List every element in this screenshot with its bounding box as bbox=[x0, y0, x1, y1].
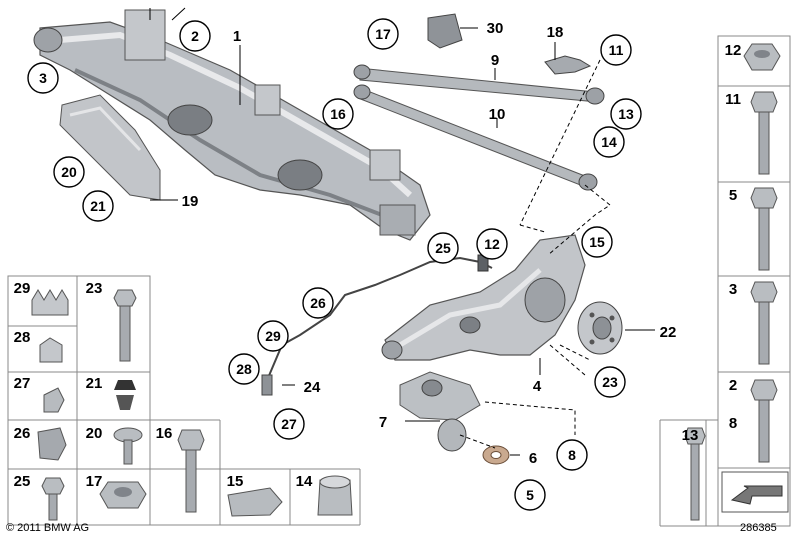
grid-label: 28 bbox=[14, 329, 31, 346]
callout-23: 23 bbox=[594, 366, 626, 398]
wheel-carrier-part bbox=[381, 234, 586, 361]
callout-label: 23 bbox=[602, 374, 618, 390]
callout-3: 3 bbox=[27, 62, 59, 94]
grid-label: 21 bbox=[86, 375, 103, 392]
callout-25: 25 bbox=[427, 232, 459, 264]
grid-label: 16 bbox=[156, 425, 173, 442]
callout-label: 15 bbox=[589, 234, 605, 250]
callout-label: 3 bbox=[39, 70, 47, 86]
callout-label: 26 bbox=[310, 295, 326, 311]
callout-21: 21 bbox=[82, 190, 114, 222]
column-label: 13 bbox=[682, 427, 699, 444]
callout-label: 8 bbox=[568, 447, 576, 463]
callout-27: 27 bbox=[273, 408, 305, 440]
callout-label: 14 bbox=[601, 134, 617, 150]
column-label: 2 bbox=[729, 377, 737, 394]
callout-4: 4 bbox=[533, 378, 542, 395]
callout-7: 7 bbox=[379, 414, 387, 431]
column-label: 3 bbox=[729, 281, 737, 298]
callout-13: 13 bbox=[610, 98, 642, 130]
callout-6: 6 bbox=[529, 450, 537, 467]
grid-part-drawings bbox=[31, 289, 353, 521]
callout-16: 16 bbox=[322, 98, 354, 130]
bracket-part-18 bbox=[544, 55, 592, 75]
grid-label: 25 bbox=[14, 473, 31, 490]
callout-14: 14 bbox=[593, 126, 625, 158]
grid-label: 17 bbox=[86, 473, 103, 490]
callout-label: 16 bbox=[330, 106, 346, 122]
reference-lines bbox=[459, 59, 611, 449]
subframe-part bbox=[33, 9, 431, 241]
right-part-drawings bbox=[684, 43, 781, 521]
arrow-icon bbox=[721, 471, 789, 513]
callout-15: 15 bbox=[581, 226, 613, 258]
callout-8: 8 bbox=[556, 439, 588, 471]
callout-12: 12 bbox=[476, 228, 508, 260]
callout-label: 20 bbox=[61, 164, 77, 180]
grid-label: 20 bbox=[86, 425, 103, 442]
diagram-number: 286385 bbox=[740, 522, 777, 534]
column-label: 11 bbox=[725, 91, 741, 108]
bracket-part-30 bbox=[427, 13, 463, 49]
callout-label: 21 bbox=[90, 198, 106, 214]
callout-2: 2 bbox=[179, 20, 211, 52]
callout-label: 12 bbox=[484, 236, 500, 252]
leader-lines bbox=[149, 7, 655, 456]
callout-5: 5 bbox=[514, 479, 546, 511]
callout-1: 1 bbox=[233, 28, 241, 45]
copyright-text: © 2011 BMW AG bbox=[6, 522, 90, 534]
callout-18: 18 bbox=[547, 24, 564, 41]
grid-label: 29 bbox=[14, 280, 31, 297]
callout-28: 28 bbox=[228, 353, 260, 385]
right-parts-column bbox=[659, 35, 791, 527]
callout-label: 13 bbox=[618, 106, 634, 122]
callout-label: 11 bbox=[609, 42, 624, 58]
callout-22: 22 bbox=[660, 324, 677, 341]
callout-label: 17 bbox=[375, 26, 391, 42]
callout-30: 30 bbox=[487, 20, 504, 37]
callout-26: 26 bbox=[302, 287, 334, 319]
callout-29: 29 bbox=[257, 320, 289, 352]
grid-label: 14 bbox=[296, 473, 313, 490]
wheel-hub-part bbox=[577, 301, 623, 355]
callout-11: 11 bbox=[600, 34, 632, 66]
callout-10: 10 bbox=[489, 106, 506, 123]
control-arm-10 bbox=[353, 84, 598, 191]
grid-label: 23 bbox=[86, 280, 103, 297]
callout-label: 2 bbox=[191, 28, 199, 44]
grid-label: 15 bbox=[227, 473, 244, 490]
callout-label: 27 bbox=[281, 416, 297, 432]
left-parts-grid bbox=[7, 275, 361, 526]
grid-label: 26 bbox=[14, 425, 31, 442]
callout-label: 28 bbox=[236, 361, 252, 377]
column-label: 5 bbox=[729, 187, 737, 204]
bushing-part bbox=[437, 418, 510, 465]
sensor-cable-part bbox=[261, 254, 493, 396]
callout-label: 5 bbox=[526, 487, 534, 503]
callout-19: 19 bbox=[182, 193, 199, 210]
column-label: 12 bbox=[725, 42, 742, 59]
grid-label: 27 bbox=[14, 375, 31, 392]
callout-label: 25 bbox=[435, 240, 451, 256]
column-label: 8 bbox=[729, 415, 737, 432]
callout-label: 29 bbox=[265, 328, 281, 344]
callout-20: 20 bbox=[53, 156, 85, 188]
callout-24: 24 bbox=[304, 379, 321, 396]
control-arm-9 bbox=[353, 64, 605, 105]
callout-17: 17 bbox=[367, 18, 399, 50]
callout-9: 9 bbox=[491, 52, 499, 69]
lower-bracket-part bbox=[399, 371, 481, 421]
